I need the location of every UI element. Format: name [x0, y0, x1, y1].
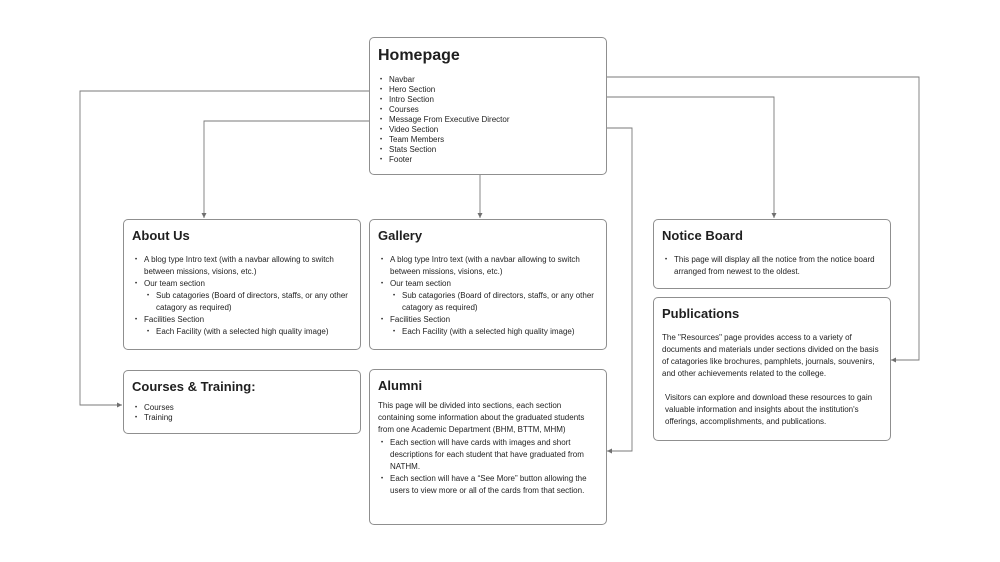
about-us-subitem: Each Facility (with a selected high qual… [147, 326, 352, 338]
alumni-card: Alumni This page will be divided into se… [369, 369, 607, 525]
homepage-title: Homepage [378, 47, 460, 64]
homepage-item: Hero Section [380, 85, 598, 95]
courses-training-list: Courses Training [132, 403, 352, 423]
notice-board-card: Notice Board This page will display all … [653, 219, 891, 289]
connector-homepage-to-courses [79, 90, 370, 408]
connector-homepage-to-publications [606, 76, 920, 363]
about-us-list: A blog type Intro text (with a navbar al… [132, 254, 352, 338]
homepage-item: Courses [380, 105, 598, 115]
homepage-item: Video Section [380, 125, 598, 135]
alumni-item: Each section will have cards with images… [381, 437, 598, 473]
connector-homepage-to-notice [606, 96, 777, 218]
connector-homepage-to-about [201, 120, 370, 218]
gallery-item: Facilities Section [381, 314, 598, 326]
gallery-item: Our team section [381, 278, 598, 290]
alumni-list: Each section will have cards with images… [378, 437, 598, 497]
publications-card: Publications The "Resources" page provid… [653, 297, 891, 441]
alumni-intro: This page will be divided into sections,… [378, 401, 585, 434]
courses-training-item: Courses [135, 403, 352, 413]
homepage-item: Navbar [380, 75, 598, 85]
notice-board-list: This page will display all the notice fr… [662, 254, 882, 278]
notice-board-title: Notice Board [662, 228, 743, 243]
about-us-card: About Us A blog type Intro text (with a … [123, 219, 361, 350]
connector-homepage-to-alumni [606, 127, 633, 454]
gallery-item: A blog type Intro text (with a navbar al… [381, 254, 598, 278]
publications-title: Publications [662, 306, 740, 321]
about-us-item: Our team section [135, 278, 352, 290]
courses-training-card: Courses & Training: Courses Training [123, 370, 361, 434]
homepage-card: Homepage Navbar Hero Section Intro Secti… [369, 37, 607, 175]
courses-training-item: Training [135, 413, 352, 423]
notice-board-item: This page will display all the notice fr… [665, 254, 882, 278]
gallery-title: Gallery [378, 228, 423, 243]
alumni-item: Each section will have a “See More” butt… [381, 473, 598, 497]
gallery-list: A blog type Intro text (with a navbar al… [378, 254, 598, 338]
homepage-item: Stats Section [380, 145, 598, 155]
courses-training-title: Courses & Training: [132, 379, 256, 394]
about-us-item: A blog type Intro text (with a navbar al… [135, 254, 352, 278]
about-us-subitem: Sub catagories (Board of directors, staf… [147, 290, 352, 314]
about-us-title: About Us [132, 228, 190, 243]
homepage-list: Navbar Hero Section Intro Section Course… [378, 75, 598, 165]
homepage-item: Footer [380, 155, 598, 165]
publications-paragraph-2: Visitors can explore and download these … [665, 393, 873, 426]
homepage-item: Team Members [380, 135, 598, 145]
gallery-subitem: Sub catagories (Board of directors, staf… [393, 290, 598, 314]
homepage-item: Intro Section [380, 95, 598, 105]
about-us-item: Facilities Section [135, 314, 352, 326]
alumni-title: Alumni [378, 378, 423, 393]
gallery-card: Gallery A blog type Intro text (with a n… [369, 219, 607, 350]
publications-paragraph-1: The "Resources" page provides access to … [662, 333, 879, 378]
gallery-subitem: Each Facility (with a selected high qual… [393, 326, 598, 338]
homepage-item: Message From Executive Director [380, 115, 598, 125]
